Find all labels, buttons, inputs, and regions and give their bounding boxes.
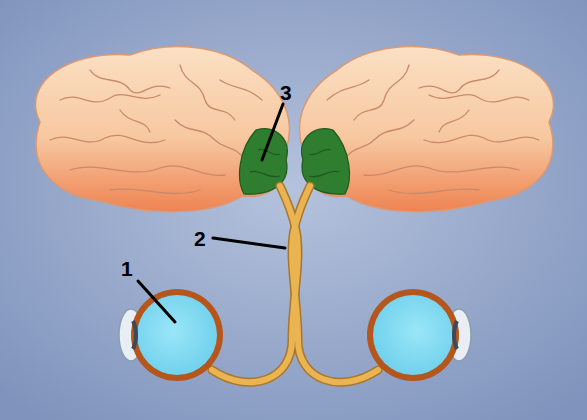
right-eye: [367, 289, 471, 381]
callout-number: 3: [280, 82, 292, 103]
left-hemisphere: [36, 47, 290, 212]
right-hemisphere: [300, 47, 554, 212]
callout-number: 2: [194, 228, 206, 249]
callout-number: 1: [121, 258, 133, 279]
leader-lines: [138, 104, 285, 322]
left-eye: [119, 289, 223, 381]
optic-nerves: [212, 186, 378, 382]
